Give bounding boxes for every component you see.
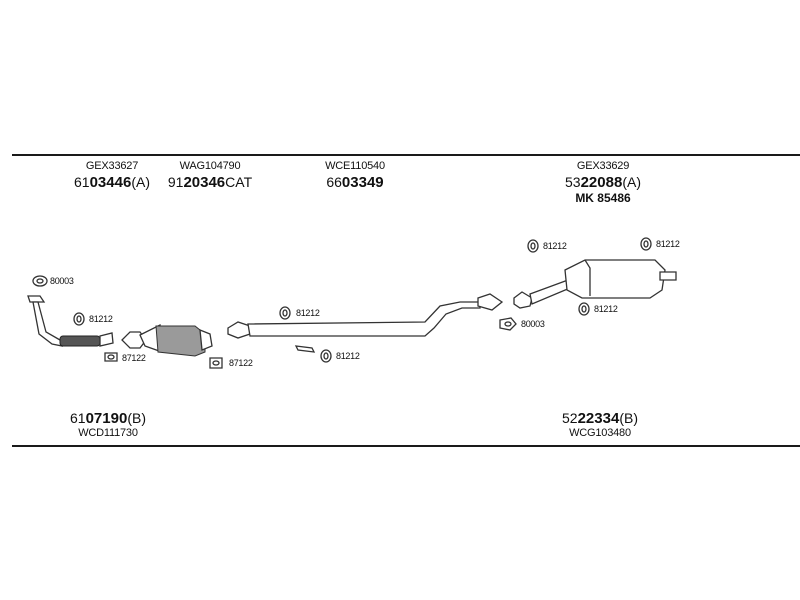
part-number-middle-pipe[interactable]: WCE110540 6603349 bbox=[305, 160, 405, 191]
gasket-80003-rear-icon bbox=[499, 317, 517, 331]
hanger-81212-mid-bottom-icon bbox=[294, 345, 332, 363]
part-number-rear-silencer-upper[interactable]: GEX33629 5322088(A) MK 85486 bbox=[548, 160, 658, 205]
top-divider-line bbox=[12, 154, 800, 156]
label-gasket-80003-front[interactable]: 80003 bbox=[50, 276, 74, 286]
part-code: GEX33629 bbox=[576, 160, 630, 172]
mounting-kit-number: MK 85486 bbox=[575, 191, 631, 205]
part-number-front-pipe-lower[interactable]: 6107190(B) WCD111730 bbox=[58, 411, 158, 439]
label-gasket-87122-right[interactable]: 87122 bbox=[229, 358, 253, 368]
bottom-divider-line bbox=[12, 445, 800, 447]
catalyst-drawing[interactable] bbox=[121, 323, 213, 357]
label-hanger-81212-rear-left[interactable]: 81212 bbox=[543, 241, 567, 251]
part-number-rear-silencer-lower[interactable]: 5222334(B) WCG103480 bbox=[545, 411, 655, 439]
part-number: 5222334(B) bbox=[562, 410, 638, 427]
part-number: 6107190(B) bbox=[70, 410, 146, 427]
hanger-81212-rear-right-icon bbox=[640, 237, 652, 251]
label-gasket-80003-rear[interactable]: 80003 bbox=[521, 319, 545, 329]
gasket-87122-right-icon bbox=[209, 357, 223, 369]
label-hanger-81212-rear-bottom[interactable]: 81212 bbox=[594, 304, 618, 314]
middle-pipe-drawing[interactable] bbox=[227, 293, 504, 339]
hanger-81212-rear-bottom-icon bbox=[578, 302, 590, 316]
rear-silencer-drawing[interactable] bbox=[513, 259, 677, 309]
part-code: WCG103480 bbox=[569, 427, 631, 439]
hanger-81212-rear-left-icon bbox=[527, 239, 539, 253]
label-clamp-81212-front[interactable]: 81212 bbox=[89, 314, 113, 324]
label-gasket-87122-left[interactable]: 87122 bbox=[122, 353, 146, 363]
label-hanger-81212-rear-right[interactable]: 81212 bbox=[656, 239, 680, 249]
gasket-80003-front-icon bbox=[32, 275, 48, 287]
part-code: GEX33627 bbox=[85, 160, 139, 172]
part-number-front-pipe-upper[interactable]: GEX33627 6103446(A) bbox=[62, 160, 162, 191]
front-pipe-drawing[interactable] bbox=[27, 295, 114, 347]
label-hanger-81212-mid-top[interactable]: 81212 bbox=[296, 308, 320, 318]
part-number-catalyst[interactable]: WAG104790 9120346CAT bbox=[155, 160, 265, 191]
hanger-81212-mid-top-icon bbox=[279, 306, 291, 320]
part-number: 9120346CAT bbox=[167, 174, 253, 191]
label-hanger-81212-mid-bottom[interactable]: 81212 bbox=[336, 351, 360, 361]
part-code: WAG104790 bbox=[179, 160, 241, 172]
part-number: 6603349 bbox=[326, 174, 384, 191]
clamp-81212-front-icon bbox=[73, 312, 85, 326]
gasket-87122-left-icon bbox=[104, 352, 118, 362]
part-code: WCD111730 bbox=[78, 427, 138, 439]
part-number: 5322088(A) bbox=[565, 174, 641, 191]
part-number: 6103446(A) bbox=[74, 174, 150, 191]
part-code: WCE110540 bbox=[325, 160, 385, 172]
